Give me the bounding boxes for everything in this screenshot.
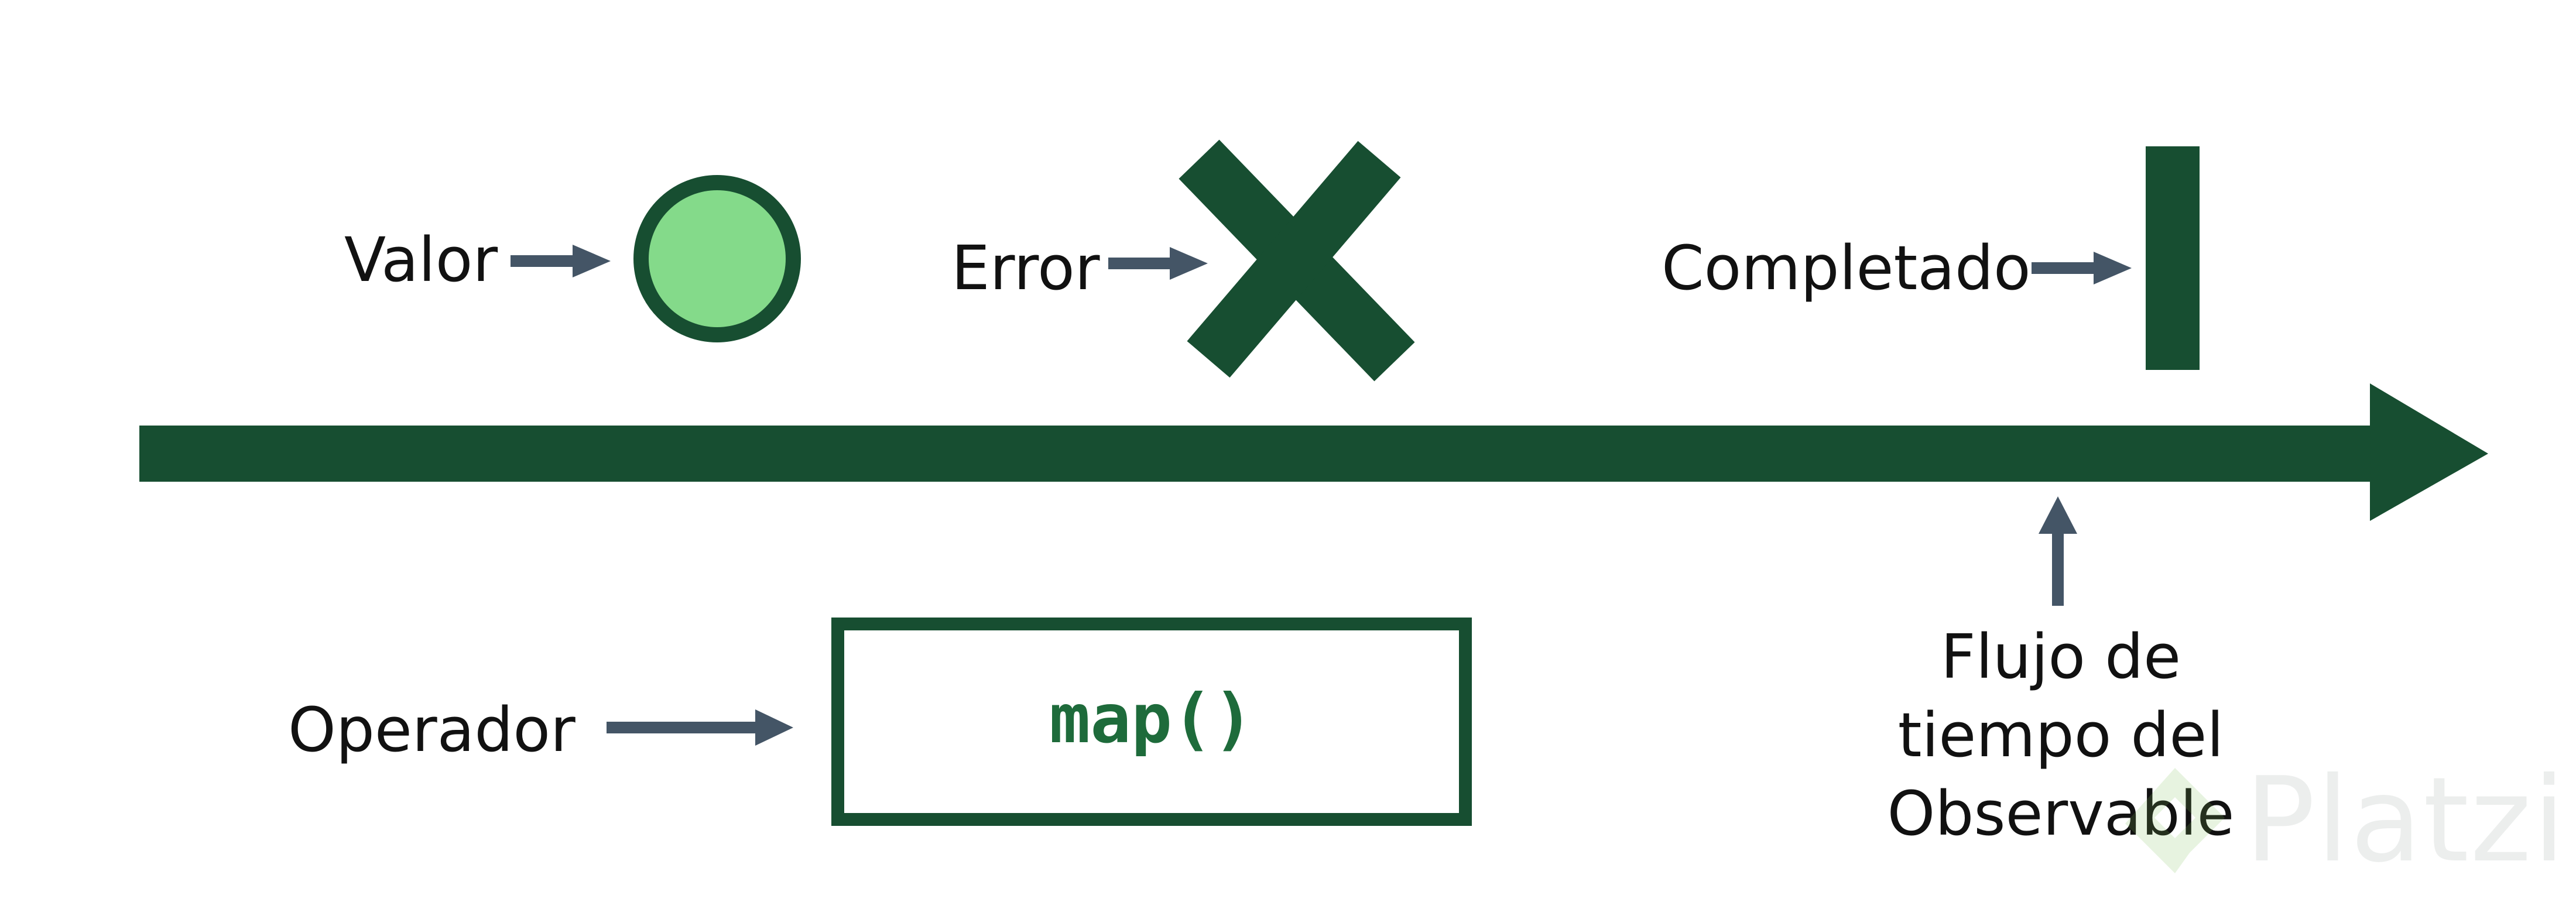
flow-label-line-2: tiempo del: [1897, 699, 2224, 771]
operator-box: map(): [831, 618, 1472, 826]
error-label: Error: [951, 232, 1100, 304]
error-x-mark: [1179, 139, 1415, 382]
complete-pointer-arrow: [2032, 252, 2132, 284]
value-label: Valor: [344, 224, 498, 296]
complete-label: Completado: [1662, 232, 2031, 304]
timeline-arrowhead: [2370, 383, 2488, 521]
operator-label: Operador: [288, 694, 576, 766]
value-pointer-arrow: [511, 245, 611, 277]
timeline-flow-label: Flujo de tiempo del Observable: [1850, 618, 2272, 853]
value-marble: [633, 175, 801, 342]
error-pointer-arrow: [1108, 247, 1208, 280]
platzi-watermark: Platzi: [2119, 752, 2567, 889]
timeline-arrow: [139, 383, 2488, 521]
complete-bar: [2146, 146, 2200, 370]
flow-label-line-3: Observable: [1887, 778, 2235, 849]
flow-pointer-arrow: [2039, 496, 2077, 606]
platzi-logo-icon: [2125, 767, 2225, 873]
operator-code: map(): [1049, 679, 1254, 759]
watermark-text: Platzi: [2245, 752, 2567, 889]
operator-pointer-arrow: [607, 709, 793, 746]
flow-label-line-1: Flujo de: [1940, 621, 2181, 692]
timeline-shaft: [139, 426, 2370, 482]
